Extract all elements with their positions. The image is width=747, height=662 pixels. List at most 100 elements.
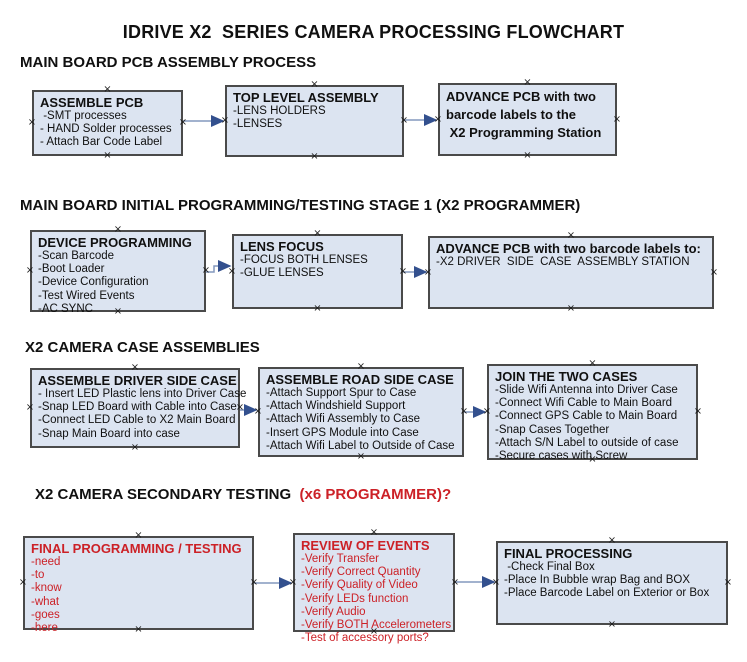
connection-point-x-icon: ×: [709, 266, 719, 278]
box-item: -Connect GPS Cable to Main Board: [495, 410, 678, 423]
box-item: -here: [31, 622, 58, 635]
box-item: -Verify Correct Quantity: [301, 566, 421, 579]
flow-box-4-3: FINAL PROCESSING -Check Final Box-Place …: [496, 541, 728, 625]
box-item: - Attach Bar Code Label: [40, 136, 163, 149]
box-title: ASSEMBLE DRIVER SIDE CASE: [38, 373, 237, 388]
connection-point-x-icon: ×: [113, 306, 123, 317]
connection-point-x-icon: ×: [450, 576, 460, 588]
box-title: LENS FOCUS: [240, 239, 324, 254]
connection-point-x-icon: ×: [612, 113, 622, 125]
box-title: JOIN THE TWO CASES: [495, 369, 638, 384]
flow-box-3-2: ASSEMBLE ROAD SIDE CASE-Attach Support S…: [258, 367, 464, 457]
connection-point-x-icon: ×: [134, 624, 143, 635]
connection-point-x-icon: ×: [201, 265, 211, 276]
connection-point-x-icon: ×: [459, 406, 469, 417]
box-item: -Snap Main Board into case: [38, 427, 180, 440]
box-item: -Verify Transfer: [301, 553, 379, 565]
box-item: -Check Final Box: [504, 561, 595, 573]
box-item: -Slide Wifi Antenna into Driver Case: [495, 384, 678, 396]
box-item: -Connect LED Cable to X2 Main Board: [38, 414, 236, 427]
box-item: -Attach S/N Label to outside of case: [495, 436, 679, 449]
flow-box-3-3: JOIN THE TWO CASES-Slide Wifi Antenna in…: [487, 364, 698, 463]
box-title: ADVANCE PCB with two: [446, 89, 596, 104]
page-title: IDRIVE X2 SERIES CAMERA PROCESSING FLOWC…: [122, 22, 625, 42]
connection-point-x-icon: ×: [130, 362, 140, 373]
box-title: ASSEMBLE PCB: [40, 95, 144, 110]
box-item: -Snap Cases Together: [495, 423, 610, 436]
flow-box-2-2: LENS FOCUS-FOCUS BOTH LENSES-GLUE LENSES: [232, 234, 403, 309]
connection-point-x-icon: ×: [113, 224, 123, 235]
section-heading-4: X2 CAMERA SECONDARY TESTING (x6 PROGRAMM…: [35, 486, 451, 503]
box-title: ADVANCE PCB with two barcode labels to:: [436, 241, 701, 256]
box-item: -Place Barcode Label on Exterior or Box: [504, 587, 710, 600]
box-item: -Scan Barcode: [38, 250, 115, 262]
section-heading-text: X2 CAMERA CASE ASSEMBLIES: [25, 339, 260, 356]
connection-point-x-icon: ×: [356, 451, 366, 462]
section-heading-text: X2 CAMERA SECONDARY TESTING: [35, 486, 300, 503]
connection-point-x-icon: ×: [398, 265, 408, 277]
connection-point-x-icon: ×: [178, 117, 188, 128]
box-item: -Verify BOTH Accelerometers: [301, 619, 452, 632]
box-item: -Connect Wifi Cable to Main Board: [495, 397, 673, 410]
connection-point-x-icon: ×: [310, 151, 319, 162]
connection-point-x-icon: ×: [25, 265, 35, 276]
flow-box-4-1: FINAL PROGRAMMING / TESTING-need-to-know…: [23, 536, 254, 634]
connection-point-x-icon: ×: [607, 535, 617, 546]
box-item: -Verify Audio: [301, 605, 366, 618]
connection-point-x-icon: ×: [491, 577, 501, 588]
box-item: -Secure cases with Screw: [495, 450, 628, 463]
box-item: -Verify Quality of Video: [301, 579, 418, 592]
connection-point-x-icon: ×: [566, 230, 576, 241]
connection-point-x-icon: ×: [588, 358, 597, 369]
connection-point-x-icon: ×: [134, 530, 143, 541]
connection-point-x-icon: ×: [356, 361, 366, 372]
connection-point-x-icon: ×: [27, 117, 37, 128]
box-item: -Attach Windshield Support: [266, 400, 406, 413]
connection-point-x-icon: ×: [227, 265, 237, 277]
connection-point-x-icon: ×: [313, 303, 322, 314]
connection-point-x-icon: ×: [253, 406, 263, 417]
box-item: -Insert GPS Module into Case: [266, 426, 419, 439]
box-title: X2 Programming Station: [446, 125, 602, 140]
box-item: -Attach Support Spur to Case: [266, 387, 417, 399]
box-title: TOP LEVEL ASSEMBLY: [233, 90, 379, 105]
connection-point-x-icon: ×: [25, 402, 35, 413]
box-item: - Insert LED Plastic lens into Driver Ca…: [38, 388, 247, 400]
connection-point-x-icon: ×: [369, 527, 379, 538]
connection-point-x-icon: ×: [482, 406, 492, 417]
connection-point-x-icon: ×: [288, 576, 298, 588]
connection-point-x-icon: ×: [310, 79, 319, 90]
flow-box-2-1: DEVICE PROGRAMMING-Scan Barcode-Boot Loa…: [30, 230, 206, 315]
connection-point-x-icon: ×: [433, 113, 443, 125]
connection-point-x-icon: ×: [588, 454, 597, 465]
connection-point-x-icon: ×: [423, 266, 433, 278]
connection-point-x-icon: ×: [103, 150, 112, 161]
box-title: FINAL PROGRAMMING / TESTING: [31, 541, 242, 556]
box-item: -Attach Wifi Label to Outside of Case: [266, 439, 455, 452]
section-heading-red-text: (x6 PROGRAMMER)?: [299, 486, 452, 503]
connection-point-x-icon: ×: [18, 577, 28, 588]
box-item: -LENS HOLDERS: [233, 105, 326, 117]
box-item: -goes: [31, 608, 60, 621]
box-item: -know: [31, 582, 62, 595]
connection-point-x-icon: ×: [566, 303, 576, 314]
section-heading-1: MAIN BOARD PCB ASSEMBLY PROCESS: [20, 54, 316, 71]
connection-point-x-icon: ×: [399, 115, 409, 126]
connection-point-x-icon: ×: [103, 84, 112, 95]
box-item: -Boot Loader: [38, 263, 105, 276]
box-item: -Test of accessory ports?: [301, 632, 429, 645]
box-item: -FOCUS BOTH LENSES: [240, 254, 368, 266]
box-item: -Attach Wifi Assembly to Case: [266, 413, 421, 426]
connection-point-x-icon: ×: [523, 150, 532, 161]
connection-point-x-icon: ×: [249, 577, 259, 588]
connection-point-x-icon: ×: [693, 406, 703, 417]
connection-point-x-icon: ×: [220, 115, 230, 126]
connection-point-x-icon: ×: [723, 577, 733, 588]
connection-point-x-icon: ×: [369, 626, 379, 637]
box-title: REVIEW OF EVENTS: [301, 538, 430, 553]
connection-point-x-icon: ×: [607, 619, 617, 630]
connection-point-x-icon: ×: [313, 228, 322, 239]
box-item: -X2 DRIVER SIDE CASE ASSEMBLY STATION: [436, 256, 690, 268]
flow-box-2-3: ADVANCE PCB with two barcode labels to:-…: [428, 236, 714, 309]
